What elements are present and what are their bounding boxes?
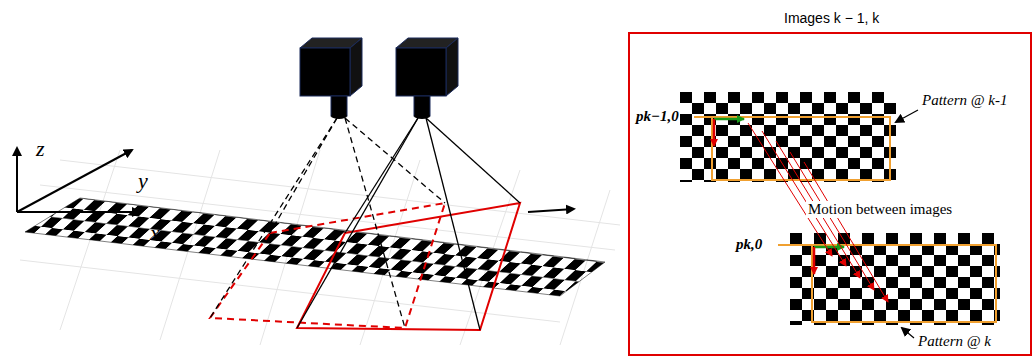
image-panel: Images k − 1, k [628,32,1032,356]
pattern-current [790,233,1000,325]
pattern-label: Pattern @ k-1 [922,92,1007,109]
panel-title: Images k − 1, k [784,10,879,26]
axis-label: x [150,220,160,245]
previous-frustum [210,118,445,328]
point-label: pk−1,0 [636,108,679,125]
pointer-arrow [528,209,574,212]
axis-label: z [36,136,45,161]
camera-current [396,38,458,119]
leader-arrow [896,110,918,122]
leader-arrow [902,328,914,338]
axes [17,148,140,212]
leader-line [778,244,812,246]
current-frustum [297,118,520,330]
pattern-previous [680,92,896,182]
point-label: pk,0 [736,236,762,253]
pattern-label: Pattern @ k [918,333,991,350]
current-footprint [297,203,520,330]
motion-label: Motion between images [806,201,954,218]
camera-previous [300,38,362,119]
axis-label: y [138,168,148,193]
leader-line [694,116,712,118]
ground-grid [20,150,620,345]
